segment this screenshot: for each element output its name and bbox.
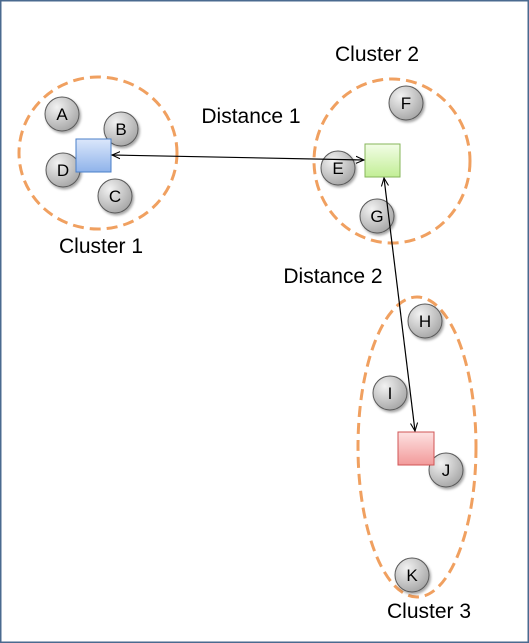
cluster-1-label: Cluster 1 — [59, 235, 143, 258]
point-f-label: F — [401, 94, 411, 113]
point-i: I — [372, 375, 408, 411]
point-j-label: J — [442, 461, 451, 480]
distance-1-label: Distance 1 — [201, 105, 300, 128]
point-d: D — [45, 152, 81, 188]
point-c-label: C — [109, 187, 121, 206]
point-h: H — [407, 303, 443, 339]
distance-1-arrow — [112, 155, 364, 160]
point-d-label: D — [57, 161, 69, 180]
point-e: E — [320, 150, 356, 186]
point-f: F — [388, 85, 424, 121]
point-b: B — [103, 111, 139, 147]
centroid-2 — [364, 143, 401, 178]
distance-2-arrow — [384, 178, 415, 431]
cluster-2-label: Cluster 2 — [335, 43, 419, 66]
point-j: J — [428, 452, 464, 488]
point-k-label: K — [406, 566, 418, 585]
point-k: K — [394, 557, 430, 593]
point-h-label: H — [419, 312, 431, 331]
centroid-3 — [397, 431, 435, 466]
point-a: A — [44, 96, 80, 132]
centroid-1 — [75, 138, 112, 173]
point-a-label: A — [56, 105, 68, 124]
point-i-label: I — [388, 384, 393, 403]
cluster-3-label: Cluster 3 — [387, 600, 471, 623]
point-b-label: B — [115, 120, 126, 139]
point-g-label: G — [370, 207, 383, 226]
distance-2-label: Distance 2 — [283, 265, 382, 288]
point-c: C — [97, 178, 133, 214]
point-e-label: E — [332, 159, 343, 178]
